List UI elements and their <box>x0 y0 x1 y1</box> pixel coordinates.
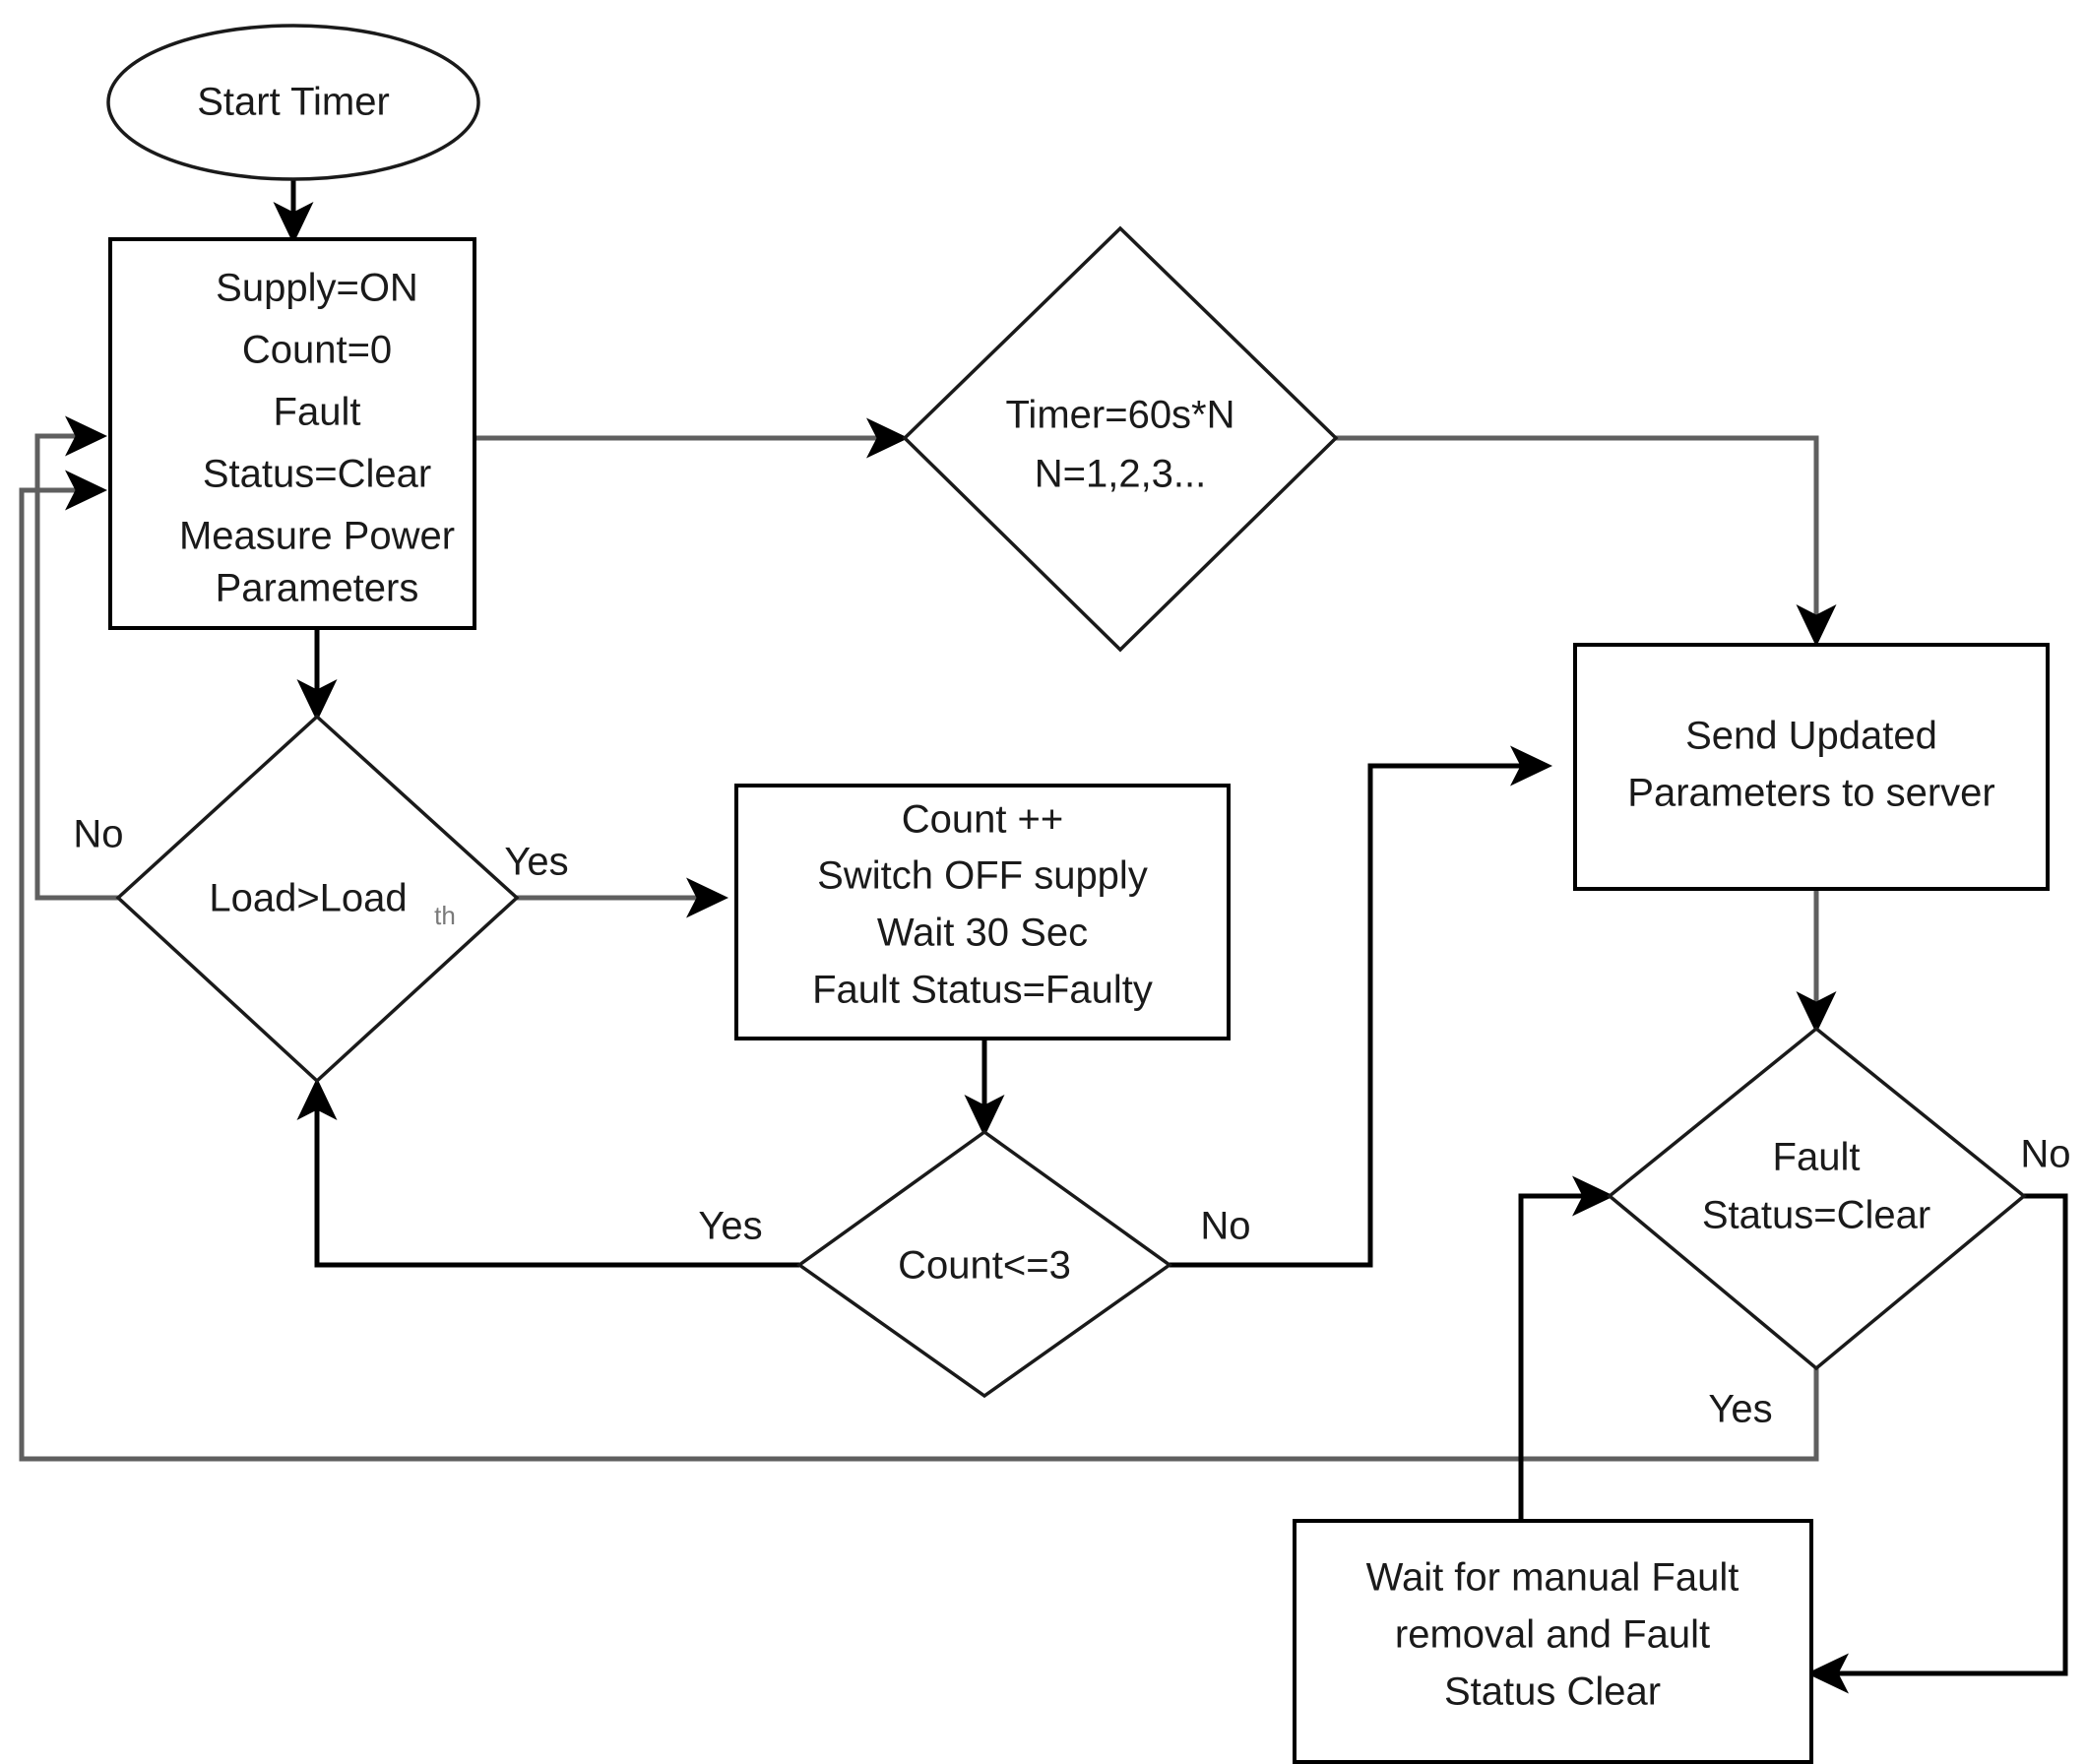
init-process-rect <box>108 237 476 630</box>
edge-count-yes-to-load-check <box>296 1077 799 1268</box>
manual-wait-line-2: removal and Fault <box>1395 1613 1710 1657</box>
init-line-5: Measure Power <box>179 515 455 558</box>
node-send-server[interactable]: Send Updated Parameters to server <box>1573 643 2050 891</box>
node-start-timer[interactable]: Start Timer <box>106 24 480 181</box>
edge-manual-wait-to-fault-status <box>1518 1175 1615 1521</box>
manual-wait-line-3: Status Clear <box>1444 1670 1661 1714</box>
init-line-3: Fault <box>274 391 361 434</box>
start-timer-label: Start Timer <box>197 81 390 124</box>
node-load-decision[interactable]: Load>Load th <box>115 714 520 1084</box>
node-fault-action[interactable]: Count ++ Switch OFF supply Wait 30 Sec F… <box>734 784 1231 1040</box>
edge-label-fault-no: No <box>2020 1133 2070 1176</box>
send-server-line-1: Send Updated <box>1685 715 1937 758</box>
timer-line-2: N=1,2,3... <box>1035 453 1207 496</box>
node-init-process[interactable]: Supply=ON Count=0 Fault Status=Clear Mea… <box>108 237 476 630</box>
init-line-1: Supply=ON <box>216 267 418 310</box>
fault-action-line-4: Fault Status=Faulty <box>812 969 1153 1012</box>
load-check-label: Load>Load <box>209 877 407 920</box>
fault-action-line-3: Wait 30 Sec <box>877 912 1088 955</box>
manual-wait-line-1: Wait for manual Fault <box>1366 1556 1739 1600</box>
node-fault-status-decision[interactable]: Fault Status=Clear <box>1607 1026 2027 1371</box>
timer-line-1: Timer=60s*N <box>1005 394 1234 437</box>
fault-status-diamond <box>1607 1026 2027 1371</box>
edge-label-fault-yes: Yes <box>1708 1388 1772 1431</box>
manual-wait-rect <box>1293 1519 1813 1764</box>
count-check-label: Count<=3 <box>898 1244 1071 1288</box>
timer-decision-diamond <box>902 225 1339 653</box>
init-line-2: Count=0 <box>242 329 392 372</box>
start-timer-ellipse <box>106 24 480 181</box>
node-manual-wait[interactable]: Wait for manual Fault removal and Fault … <box>1293 1519 1813 1764</box>
node-timer-decision[interactable]: Timer=60s*N N=1,2,3... <box>902 225 1339 653</box>
fault-action-line-2: Switch OFF supply <box>817 854 1148 898</box>
edge-load-no-to-init <box>34 415 118 901</box>
edge-label-count-no: No <box>1200 1205 1250 1248</box>
fault-action-line-1: Count ++ <box>902 798 1064 842</box>
edge-label-count-yes: Yes <box>698 1205 762 1248</box>
edge-label-load-no: No <box>73 813 123 856</box>
edge-fault-yes-to-init <box>19 470 1819 1462</box>
edge-label-load-yes: Yes <box>504 841 568 884</box>
node-count-decision[interactable]: Count<=3 <box>795 1129 1173 1399</box>
edge-timer-to-send-server <box>1336 435 1837 648</box>
fault-action-rect <box>734 784 1231 1040</box>
send-server-line-2: Parameters to server <box>1627 772 1994 815</box>
send-server-rect <box>1573 643 2050 891</box>
init-line-4: Status=Clear <box>203 453 431 496</box>
load-check-subscript: th <box>434 901 456 930</box>
edge-fault-no-to-manual-wait <box>1805 1193 2068 1694</box>
init-line-6: Parameters <box>216 567 419 610</box>
count-decision-diamond <box>795 1129 1173 1399</box>
load-decision-diamond <box>115 714 520 1084</box>
fault-status-line-2: Status=Clear <box>1702 1194 1930 1237</box>
edge-count-no-to-send-server <box>1170 745 1553 1268</box>
fault-status-line-1: Fault <box>1773 1136 1861 1179</box>
